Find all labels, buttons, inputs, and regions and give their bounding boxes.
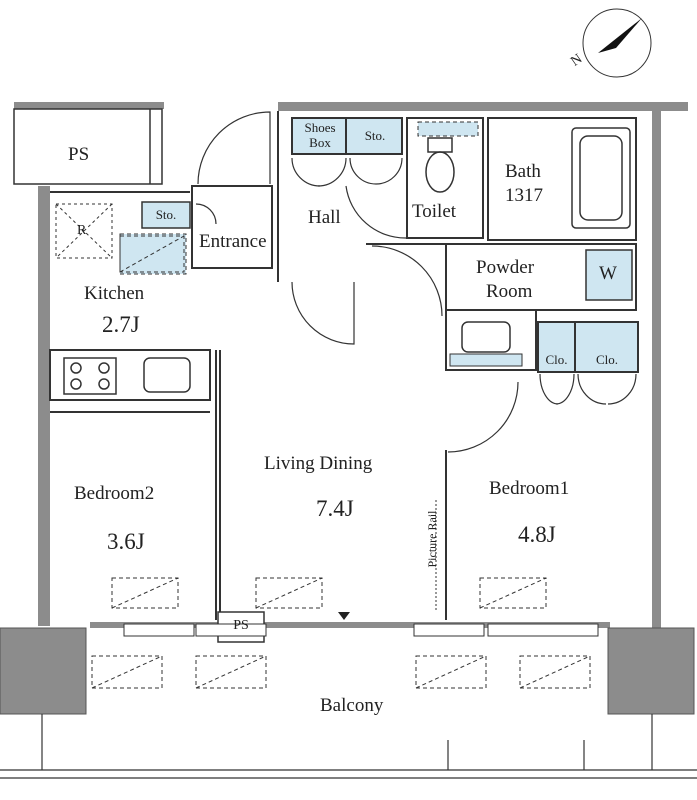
balcony-label: Balcony — [320, 695, 384, 716]
kitchen-area-label: 2.7J — [102, 312, 140, 337]
picture-rail-label: Picture Rail — [425, 510, 439, 568]
bedroom2-label: Bedroom2 — [74, 483, 155, 504]
windows — [123, 623, 599, 637]
compass-icon — [582, 8, 652, 78]
sto-hall-label: Sto. — [364, 128, 386, 143]
living-dining-area-label: 7.4J — [316, 496, 354, 521]
ceiling-vents — [91, 235, 591, 689]
door-swings — [195, 111, 637, 453]
ps-top-label: PS — [68, 144, 90, 165]
interior-walls — [49, 111, 639, 620]
bedroom2-area-label: 3.6J — [107, 529, 145, 554]
powder-room-label-line2: Room — [486, 281, 533, 302]
bath-label: Bath — [505, 161, 541, 182]
wash-basin — [461, 321, 511, 353]
shoes-box-label-line2: Box — [309, 135, 331, 150]
washer-label: W — [599, 263, 617, 284]
window-marker-icon — [338, 612, 350, 620]
toilet-fixture — [425, 137, 455, 193]
refrigerator-box — [55, 203, 113, 259]
toilet-label: Toilet — [412, 201, 457, 222]
ps-bottom-label: PS — [233, 618, 249, 633]
entrance-label: Entrance — [199, 231, 267, 252]
kitchen-counter — [63, 357, 191, 395]
shoes-box-label-line1: Shoes — [304, 120, 336, 135]
closet-2-label: Clo. — [595, 352, 619, 367]
storage-areas — [119, 121, 523, 367]
refrigerator-label: R — [77, 223, 87, 238]
exterior-walls — [14, 102, 688, 631]
bedroom1-area-label: 4.8J — [518, 522, 556, 547]
powder-room-label-line1: Powder — [476, 257, 535, 278]
washer-box — [585, 249, 633, 301]
bathtub — [571, 127, 631, 229]
bath-size-label: 1317 — [505, 185, 543, 206]
bedroom1-label: Bedroom1 — [489, 478, 570, 499]
hall-label: Hall — [308, 207, 341, 228]
sto-kitchen-label: Sto. — [155, 207, 177, 222]
balcony-rail — [0, 714, 697, 779]
balcony-columns — [0, 627, 695, 715]
living-dining-label: Living Dining — [264, 453, 373, 474]
closet-1-label: Clo. — [545, 352, 568, 367]
kitchen-label: Kitchen — [84, 283, 145, 304]
ps-shaft-top — [13, 108, 163, 185]
